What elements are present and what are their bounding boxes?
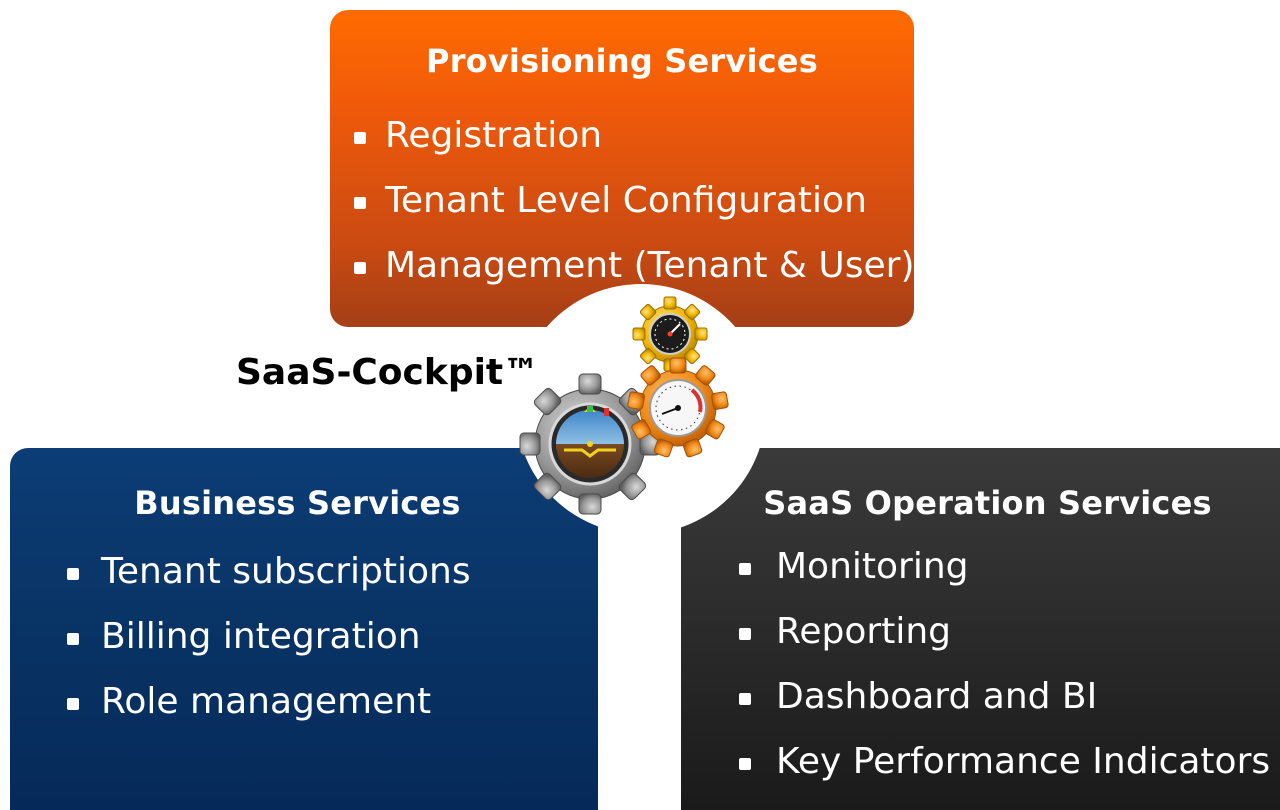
saas-operation-services-list: Monitoring Reporting Dashboard and BI Ke… [739, 549, 1270, 809]
bullet-icon [67, 568, 79, 580]
list-item: Role management [67, 684, 471, 749]
attitude-indicator-icon [548, 402, 632, 486]
gear-icon [519, 373, 661, 515]
list-item: Tenant subscriptions [67, 554, 471, 619]
list-item-label: Billing integration [101, 616, 421, 657]
list-item: Tenant Level Configuration [354, 183, 915, 248]
list-item: Reporting [739, 614, 1270, 679]
bullet-icon [739, 628, 751, 640]
list-item-label: Monitoring [776, 546, 969, 587]
bullet-icon [67, 633, 79, 645]
list-item-label: Registration [385, 115, 603, 156]
bullet-icon [354, 132, 366, 144]
list-item: Key Performance Indicators [739, 744, 1270, 809]
list-item-label: Tenant Level Configuration [385, 180, 867, 221]
bullet-icon [354, 262, 366, 274]
list-item: Monitoring [739, 549, 1270, 614]
brand-label: SaaS-Cockpit™ [236, 352, 540, 393]
business-services-title: Business Services [134, 484, 461, 522]
bullet-icon [739, 563, 751, 575]
provisioning-services-list: Registration Tenant Level Configuration … [354, 118, 915, 313]
list-item-label: Reporting [776, 611, 952, 652]
bullet-icon [739, 693, 751, 705]
bullet-icon [739, 758, 751, 770]
list-item-label: Management (Tenant & User) [385, 245, 915, 286]
speedometer-icon [649, 379, 707, 437]
provisioning-services-box: Provisioning Services Registration Tenan… [330, 10, 915, 327]
list-item: Registration [354, 118, 915, 183]
list-item-label: Dashboard and BI [776, 676, 1098, 717]
list-item-label: Tenant subscriptions [101, 551, 471, 592]
bullet-icon [354, 197, 366, 209]
gear-icon [632, 296, 708, 372]
saas-operation-services-box: SaaS Operation Services Monitoring Repor… [681, 448, 1280, 810]
list-item: Billing integration [67, 619, 471, 684]
bullet-icon [67, 698, 79, 710]
provisioning-services-title: Provisioning Services [426, 42, 818, 80]
gauge-icon [649, 313, 691, 355]
gear-icon [627, 357, 729, 458]
list-item-label: Key Performance Indicators [776, 741, 1271, 782]
list-item-label: Role management [101, 681, 432, 722]
list-item: Dashboard and BI [739, 679, 1270, 744]
gears-illustration [519, 296, 729, 515]
business-services-box: Business Services Tenant subscriptions B… [10, 448, 598, 810]
saas-operation-services-title: SaaS Operation Services [763, 484, 1212, 522]
business-services-list: Tenant subscriptions Billing integration… [67, 554, 471, 749]
list-item: Management (Tenant & User) [354, 248, 915, 313]
